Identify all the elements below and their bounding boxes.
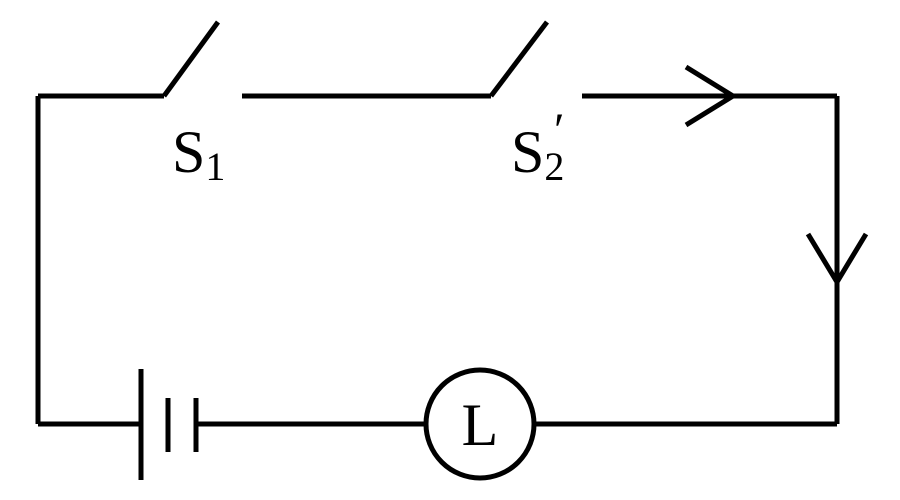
switch-s2-letter: S [511, 119, 544, 185]
battery-icon [138, 369, 199, 480]
switch-s1-subscript: 1 [205, 144, 225, 189]
switch-s2-prime: ′ [554, 104, 565, 157]
switch-s2-subscript: 2 [544, 144, 564, 189]
switch-s1-label: S1 [172, 119, 225, 189]
current-arrow-right-icon [684, 64, 738, 128]
switch-s2-label: S2 [511, 119, 564, 189]
lamp-label: L [462, 392, 499, 458]
switch-s1-letter: S [172, 119, 205, 185]
current-arrow-down-icon [805, 232, 869, 287]
lamp: L [423, 367, 537, 481]
switch-s2-blade [489, 20, 549, 98]
switch-s1-blade [161, 20, 221, 98]
lamp-circle [423, 367, 537, 481]
